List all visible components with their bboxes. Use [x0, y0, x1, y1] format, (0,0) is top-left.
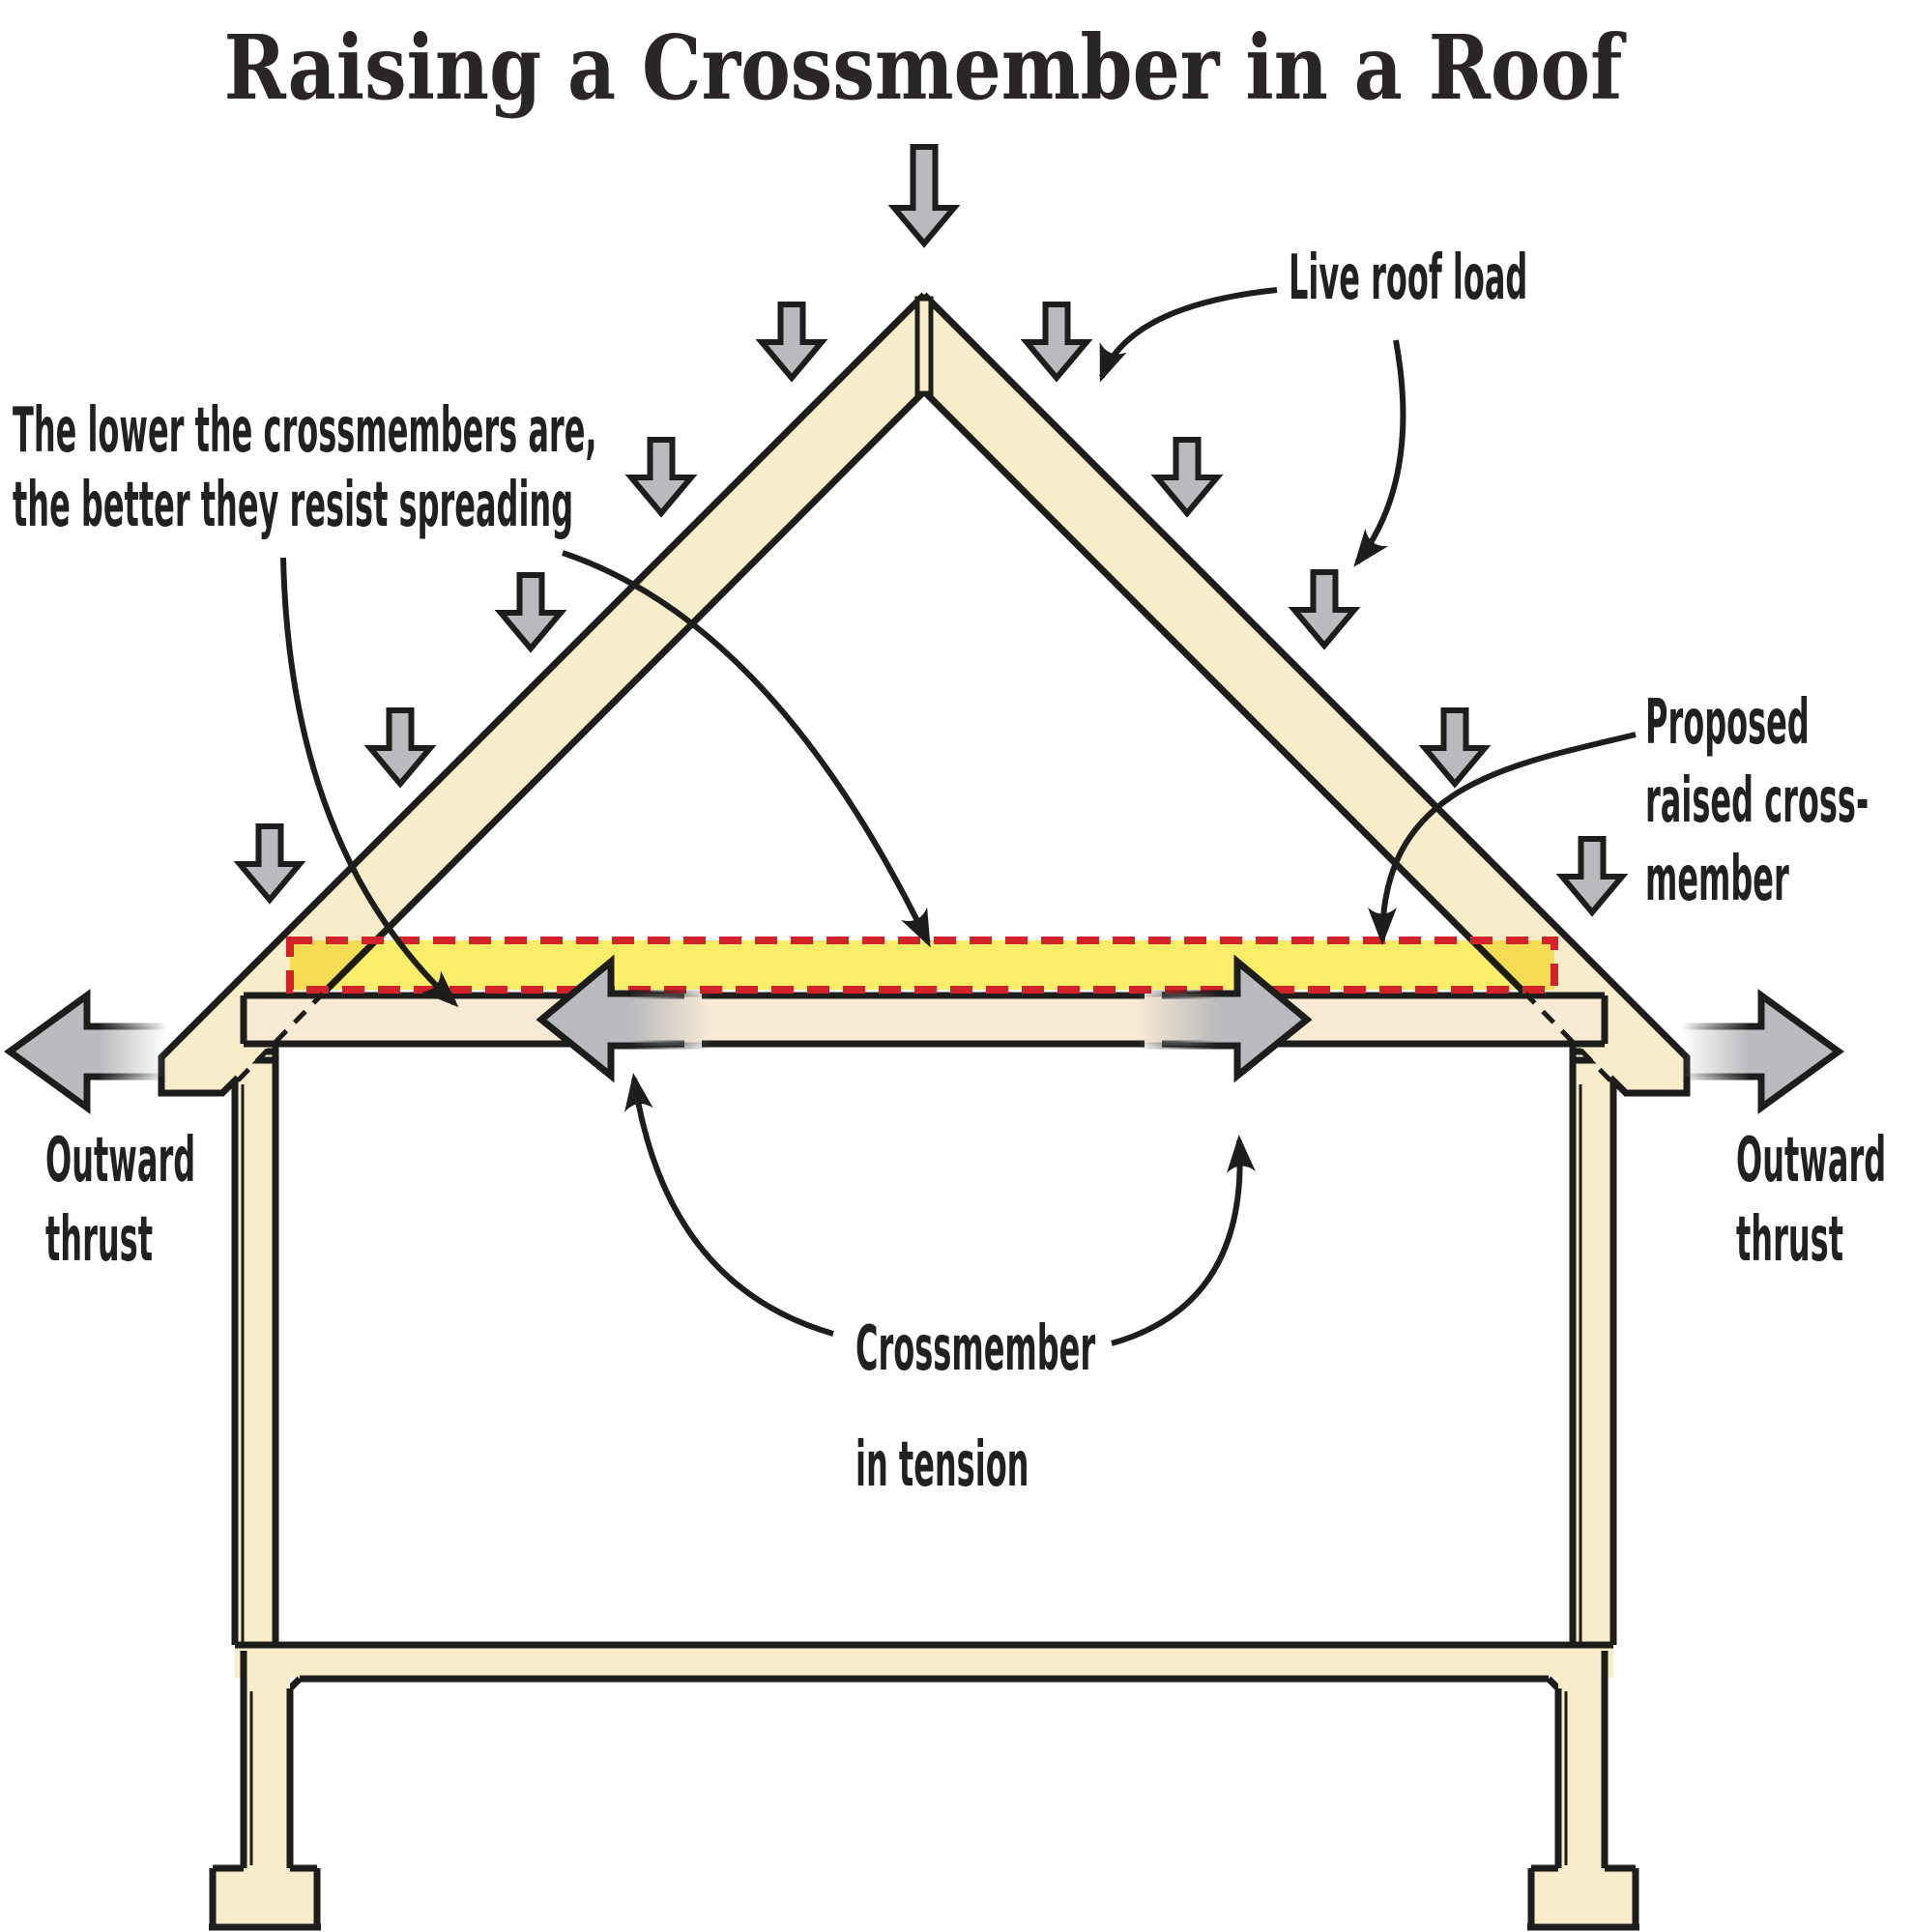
label-live-roof-load: Live roof load — [1289, 243, 1528, 314]
leader-live-roof-load-2 — [1353, 339, 1406, 567]
label-outward-right-line2: thrust — [1736, 1204, 1843, 1276]
roof-load-arrow — [1288, 569, 1361, 650]
label-proposed-line3: member — [1645, 844, 1789, 915]
left-rafter — [158, 292, 927, 1097]
label-outward-thrust-left: Outward thrust — [45, 1121, 196, 1280]
roof-load-arrow — [624, 437, 698, 518]
label-lower-crossmembers-line1: The lower the crossmembers are, — [13, 395, 597, 467]
label-lower-crossmembers-line2: the better they resist spreading — [13, 470, 574, 541]
roof-load-arrow — [494, 572, 567, 653]
roof-load-arrow — [363, 707, 437, 789]
hidden-rafter-edge-right — [1523, 992, 1612, 1082]
wall-right-upper — [1569, 1044, 1617, 1645]
leader-lower-crossmembers-2 — [562, 550, 931, 948]
tension-arrow-right — [1131, 954, 1313, 1083]
ridge-board — [914, 296, 934, 396]
leader-tension-right — [1111, 1135, 1256, 1346]
tension-arrow-left — [536, 954, 717, 1083]
label-proposed-line1: Proposed — [1645, 687, 1810, 759]
label-tension-line1: Crossmember — [855, 1313, 1096, 1385]
roof-load-arrow — [233, 823, 306, 905]
wall-right-lower — [1554, 1651, 1609, 1868]
hidden-rafter-edge-left — [236, 992, 325, 1082]
label-lower-crossmembers: The lower the crossmembers are, the bett… — [13, 394, 597, 543]
label-tension-line2: in tension — [855, 1429, 1029, 1501]
proposed-crossmember-highlight — [286, 937, 1558, 994]
label-outward-right-line1: Outward — [1736, 1125, 1887, 1197]
label-outward-left-line1: Outward — [45, 1125, 196, 1197]
label-proposed-line2: raised cross- — [1645, 765, 1870, 837]
roof-load-arrow — [1555, 836, 1629, 917]
leader-proposed-crossmember — [1368, 732, 1637, 945]
outward-thrust-arrow-right — [1678, 989, 1844, 1114]
wall-left-upper — [231, 1044, 279, 1645]
label-outward-left-line2: thrust — [45, 1204, 153, 1276]
footing-left — [209, 1864, 321, 1931]
roof-load-arrow — [755, 302, 828, 383]
leader-lower-crossmembers-1 — [280, 557, 459, 1008]
roof-load-arrow — [1418, 707, 1492, 789]
page-title: Raising a Crossmember in a Roof — [223, 15, 1623, 120]
label-outward-thrust-right: Outward thrust — [1736, 1121, 1887, 1280]
roof-load-arrow — [887, 144, 961, 248]
leader-live-roof-load-1 — [1099, 287, 1278, 383]
label-proposed-crossmember: Proposed raised cross- member — [1645, 684, 1869, 919]
label-crossmember-in-tension: Crossmember in tension — [855, 1291, 1095, 1523]
crossmember — [240, 992, 1609, 1048]
outward-thrust-arrow-left — [4, 989, 170, 1114]
leader-tension-left — [624, 1073, 834, 1337]
roof-load-arrow — [1020, 302, 1093, 383]
proposed-dashed-outline — [286, 937, 1558, 994]
footing-right — [1527, 1864, 1639, 1931]
right-rafter — [921, 292, 1691, 1097]
wall-left-lower — [240, 1651, 294, 1868]
roof-load-arrow — [1150, 437, 1224, 518]
floor-band — [235, 1641, 1613, 1691]
roof-load-arrows — [233, 144, 1629, 917]
